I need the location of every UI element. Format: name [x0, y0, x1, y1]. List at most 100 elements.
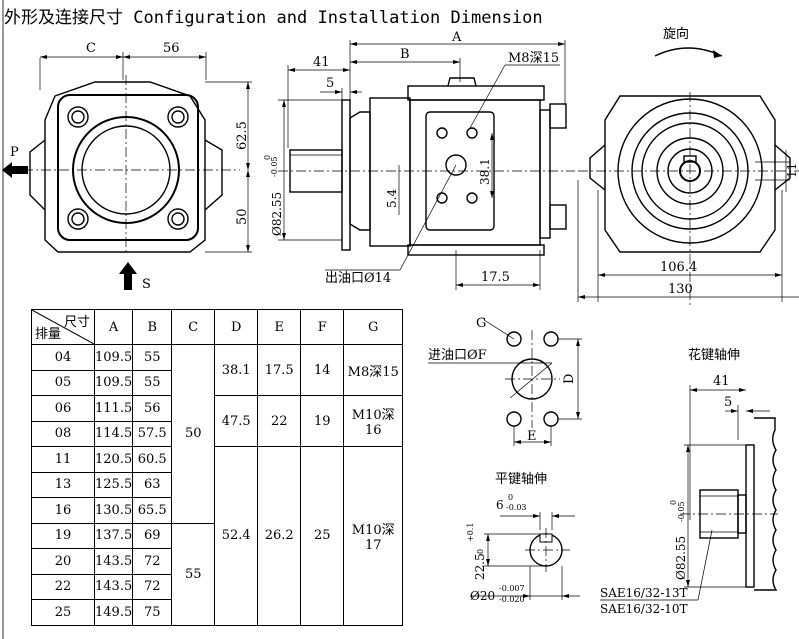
cell-C: 55	[171, 522, 216, 626]
table-header-diagonal: 尺寸 排量	[31, 309, 95, 345]
cell-displacement: 04	[31, 344, 95, 371]
cell-displacement: 16	[31, 497, 95, 524]
dim-diameter-tol-lower: -0.05	[270, 156, 279, 177]
key-width-tol-upper: 0	[508, 493, 513, 502]
outlet-label: 出油口Ø14	[325, 271, 391, 286]
rotation-arrow-icon	[713, 50, 722, 58]
cell-B: 65.5	[132, 497, 173, 524]
dimension-table: 尺寸 排量 A B C D E F G 04 109.5 55 50 38.1 …	[31, 309, 404, 626]
thread-M8-label: M8深15	[508, 51, 559, 66]
key-diameter-label: Ø20	[470, 589, 495, 603]
cell-C: 50	[171, 344, 216, 524]
dim-130-label: 130	[668, 282, 693, 297]
key-height-tol-upper: +0.1	[466, 523, 475, 542]
table-col-F: F	[300, 309, 345, 345]
cell-A: 143.5	[93, 548, 134, 575]
cell-A: 149.5	[93, 599, 134, 626]
cell-displacement: 11	[31, 446, 95, 473]
cell-A: 125.5	[93, 471, 134, 498]
dim-A-label: A	[451, 30, 462, 45]
suction-arrow	[119, 262, 137, 290]
spline-shaft-detail: 花键轴伸 41 5 Ø82.55 0 -0.05 SAE16/32-13T SA…	[600, 347, 778, 616]
dim-E-label: E	[527, 429, 537, 444]
cell-B: 75	[132, 599, 173, 626]
dim-106.4-label: 106.4	[660, 260, 697, 275]
key-height-label: 22.5	[473, 553, 487, 580]
cell-G: M10深16	[343, 395, 404, 447]
cell-A: 120.5	[93, 446, 134, 473]
spline-diameter-label: Ø82.55	[674, 536, 688, 580]
dim-62.5-label: 62.5	[235, 121, 250, 150]
key-height-tol-lower: 0	[476, 549, 485, 554]
cell-A: 143.5	[93, 573, 134, 600]
page-title: 外形及连接尺寸 Configuration and Installation D…	[4, 8, 543, 28]
rotation-label: 旋向	[663, 26, 689, 42]
dim-B-label: B	[400, 47, 410, 62]
dim-5.4-label: 5.4	[385, 189, 399, 208]
spline-sae-13t-label: SAE16/32-13T	[600, 586, 688, 600]
dim-38.1-label: 38.1	[478, 158, 492, 185]
cell-A: 137.5	[93, 522, 134, 549]
spline-dim-5-label: 5	[724, 395, 732, 410]
side-view: A B 41 5 M8深15	[263, 30, 575, 290]
key-diameter-tol-lower: -0.020	[499, 595, 525, 604]
cell-A: 109.5	[93, 344, 134, 371]
table-row: 11 120.5 60.5 52.4 26.2 25 M10深17	[31, 446, 404, 626]
table-row: 06 111.5 56 47.5 22 19 M10深16	[31, 395, 404, 447]
cell-F: 25	[300, 446, 345, 626]
cell-A: 111.5	[93, 395, 134, 422]
cell-B: 69	[132, 522, 173, 549]
rear-view: 旋向 11 106.4 130	[577, 26, 799, 305]
cell-B: 56	[132, 395, 173, 422]
cell-F: 19	[300, 395, 345, 447]
table-col-B: B	[132, 309, 173, 345]
cell-G: M10深17	[343, 446, 404, 626]
table-col-G: G	[343, 309, 404, 345]
port-S-label: S	[142, 277, 151, 292]
dim-diameter-tol-upper: 0	[263, 155, 272, 160]
cell-displacement: 05	[31, 369, 95, 396]
dim-5-label: 5	[326, 76, 334, 91]
port-G-label: G	[476, 316, 486, 331]
table-col-E: E	[257, 309, 302, 345]
cell-displacement: 19	[31, 522, 95, 549]
cell-B: 57.5	[132, 420, 173, 447]
key-diameter-tol-upper: -0.007	[499, 584, 525, 593]
key-width-label: 6	[496, 498, 504, 512]
cell-B: 60.5	[132, 446, 173, 473]
table-row: 25 149.5 75	[31, 599, 403, 626]
dim-C-label: C	[86, 41, 96, 56]
cell-E: 26.2	[257, 446, 302, 626]
cell-displacement: 22	[31, 573, 95, 600]
dim-D-label: D	[562, 374, 577, 384]
cell-displacement: 20	[31, 548, 95, 575]
spline-sae-10t-label: SAE16/32-10T	[600, 602, 688, 616]
spline-shaft-title: 花键轴伸	[688, 347, 740, 363]
table-row: 16 130.5 65.5	[31, 497, 403, 524]
cell-displacement: 25	[31, 599, 95, 626]
cell-A: 130.5	[93, 497, 134, 524]
front-view: C 56 P S 62.5 50	[2, 41, 252, 292]
key-width-tol-lower: -0.03	[506, 503, 527, 512]
table-col-A: A	[93, 309, 134, 345]
dim-50-label: 50	[235, 208, 250, 225]
cell-B: 72	[132, 548, 173, 575]
table-col-C: C	[171, 309, 216, 345]
table-row: 04 109.5 55 50 38.1 17.5 14 M8深15	[31, 344, 404, 524]
port-P-label: P	[10, 145, 19, 160]
dim-diameter-label: Ø82.55	[270, 192, 284, 236]
cell-displacement: 08	[31, 420, 95, 447]
table-header-dimension: 尺寸	[63, 315, 90, 330]
spline-diameter-tol-lower: -0.05	[677, 501, 686, 522]
front-bolts	[67, 106, 189, 230]
key-shaft-title: 平键轴伸	[495, 472, 547, 487]
cell-D: 52.4	[214, 446, 259, 626]
dim-17.5-label: 17.5	[481, 270, 510, 285]
table-header-displacement: 排量	[35, 327, 62, 342]
spline-diameter-tol-upper: 0	[669, 500, 678, 505]
cell-A: 114.5	[93, 420, 134, 447]
port-detail: G 进油口ØF D E	[428, 316, 582, 446]
key-shaft-detail: 平键轴伸 6 0 -0.03 22.5 +0.1 0 Ø20 -0.007 -0…	[466, 472, 580, 604]
cell-G: M8深15	[343, 344, 404, 396]
